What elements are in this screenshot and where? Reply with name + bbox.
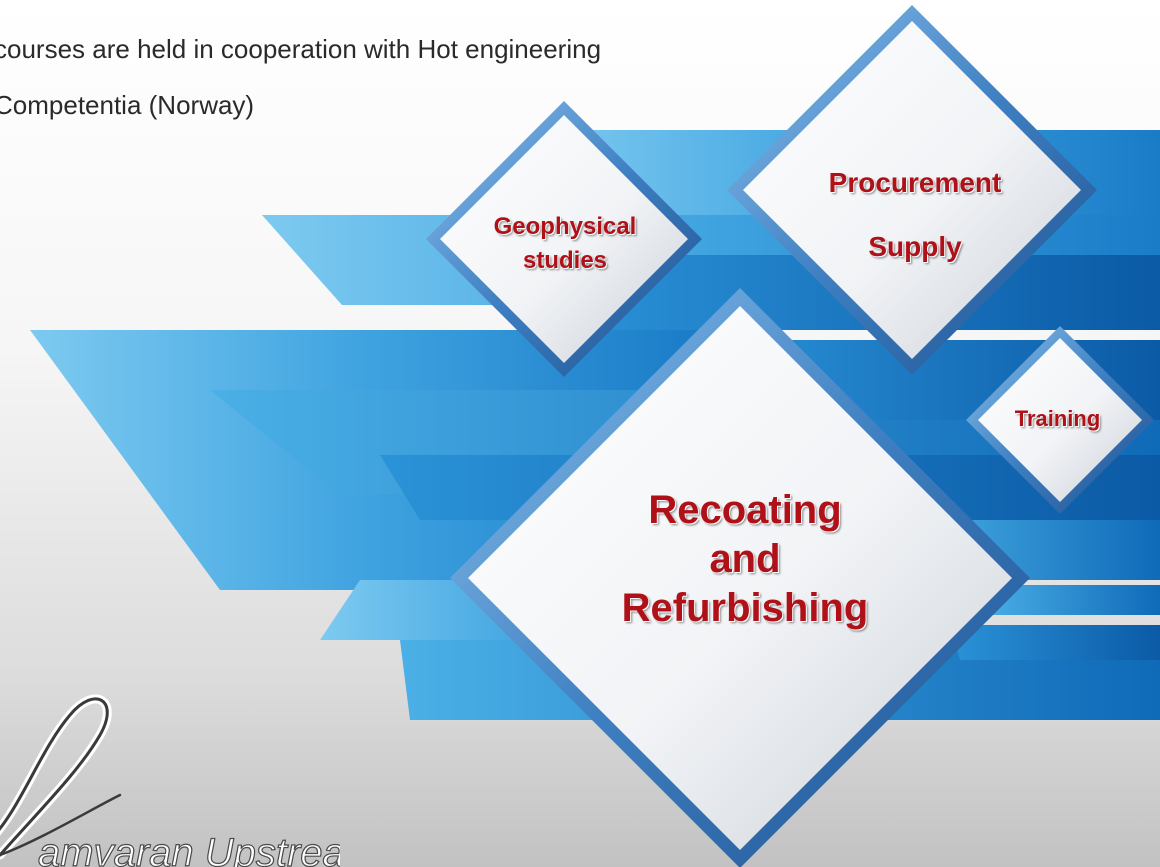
- diamond-geophysical: [426, 101, 702, 377]
- signature-flourish: [0, 697, 109, 857]
- procurement-label-line: Procurement: [828, 167, 1002, 198]
- arrow-band: [980, 585, 1160, 615]
- arrow-band: [950, 625, 1160, 660]
- intro-text-line: Competentia (Norway): [0, 90, 255, 120]
- brand-signature-logo: amvaran Upstream: [0, 694, 340, 867]
- geophysical-studies-label: Geophysical studies: [430, 210, 700, 278]
- recoating-refurbishing-label: Recoating and Refurbishing: [520, 486, 970, 633]
- geophysical-label-line: Geophysical: [493, 213, 637, 240]
- geophysical-label-line: studies: [522, 247, 608, 274]
- signature-text: amvaran Upstream: [38, 831, 340, 867]
- procurement-label-line: Supply: [868, 231, 962, 262]
- signature-flourish: [0, 793, 122, 857]
- procurement-supply-label: Procurement Supply: [770, 151, 1060, 279]
- recoating-label-line: Refurbishing: [621, 586, 869, 630]
- recoating-label-line: Recoating: [648, 488, 842, 532]
- training-label: Training: [1014, 406, 1101, 431]
- diamond-training: [966, 326, 1154, 514]
- recoating-label-line: and: [709, 537, 781, 581]
- diamond-procurement: [727, 5, 1097, 375]
- intro-text-line: courses are held in cooperation with Hot…: [0, 34, 602, 64]
- diamond-recoating: [450, 288, 1030, 867]
